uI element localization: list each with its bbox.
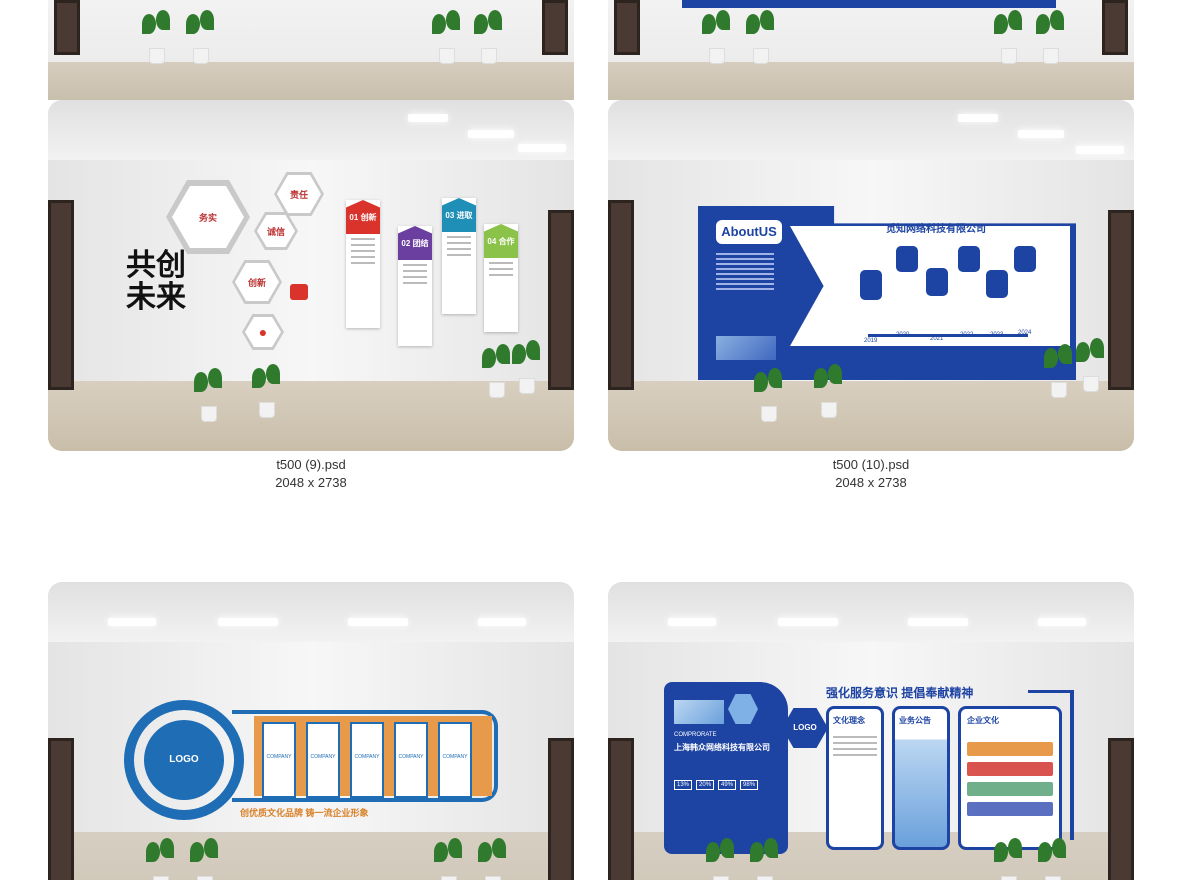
door <box>614 0 640 55</box>
door <box>548 738 574 880</box>
plant-icon <box>1034 8 1068 64</box>
logo-badge: LOGO <box>782 708 828 748</box>
company-name: 上海韩众网络科技有限公司 <box>674 743 770 752</box>
stat-badge: 98% <box>740 780 759 790</box>
door <box>608 738 634 880</box>
door <box>1102 0 1128 55</box>
plant-icon <box>432 836 466 880</box>
slogan-text: 创优质文化品牌 铸一流企业形象 <box>240 808 369 818</box>
plant-icon <box>748 836 782 880</box>
plant-icon <box>992 8 1026 64</box>
value-panel: 03 进取 <box>442 198 476 314</box>
slogan-text: 共创未来 <box>126 248 186 315</box>
plant-icon <box>752 366 786 422</box>
blue-display-edge <box>682 0 1056 8</box>
badge-icon <box>290 284 308 300</box>
company-panel: COMPANY <box>438 722 472 798</box>
logo-badge: LOGO <box>144 720 224 800</box>
prev-thumbnail-strip-right[interactable] <box>608 0 1134 100</box>
photo-placeholder <box>674 700 724 724</box>
company-panel: COMPANY <box>262 722 296 798</box>
heading-text: 强化服务意识 提倡奉献精神 <box>826 686 974 700</box>
template-thumbnail[interactable]: COMPRORATE 上海韩众网络科技有限公司 13% 20% 49% 98% … <box>608 582 1134 880</box>
door <box>54 0 80 55</box>
door <box>1108 738 1134 880</box>
plant-icon <box>1036 836 1070 880</box>
plant-icon <box>188 836 222 880</box>
stat-badge: 13% <box>674 780 693 790</box>
plant-icon <box>510 338 544 394</box>
comprorate-text: COMPRORATE <box>674 732 717 738</box>
timeline-year: 2021 <box>930 336 944 342</box>
thumbs-up-icon: ● <box>245 317 281 347</box>
plant-icon <box>144 836 178 880</box>
company-panel: COMPANY <box>394 722 428 798</box>
door <box>548 210 574 390</box>
building-photo <box>716 336 776 360</box>
plant-icon <box>812 362 846 418</box>
template-card[interactable]: AboutUS 觅知网络科技有限公司 2019 2020 2021 2022 2… <box>608 100 1134 492</box>
value-panel: 04 合作 <box>484 224 518 332</box>
plant-icon <box>700 8 734 64</box>
display-frame <box>232 710 498 802</box>
stat-badge: 20% <box>696 780 715 790</box>
info-column: 文化理念 <box>826 706 884 850</box>
file-dimensions: 2048 x 2738 <box>275 475 347 490</box>
value-panel: 02 团结 <box>398 226 432 346</box>
template-card[interactable]: 共创未来 务实 诚信 责任 创新 ● 01 创新 02 团结 03 进取 04 … <box>48 100 574 492</box>
template-card[interactable]: COMPRORATE 上海韩众网络科技有限公司 13% 20% 49% 98% … <box>608 582 1134 880</box>
timeline-year: 2019 <box>864 338 878 344</box>
timeline-year: 2024 <box>1018 330 1032 336</box>
template-thumbnail[interactable]: AboutUS 觅知网络科技有限公司 2019 2020 2021 2022 2… <box>608 100 1134 451</box>
plant-icon <box>992 836 1026 880</box>
file-dimensions: 2048 x 2738 <box>835 475 907 490</box>
plant-icon <box>140 8 174 64</box>
stats-row: 13% 20% 49% 98% <box>674 780 759 790</box>
info-column: 业务公告 <box>892 706 950 850</box>
hex-label: 诚信 <box>257 215 295 247</box>
timeline-year: 2020 <box>896 332 910 338</box>
template-thumbnail[interactable]: 共创未来 务实 诚信 责任 创新 ● 01 创新 02 团结 03 进取 04 … <box>48 100 574 451</box>
plant-icon <box>476 836 510 880</box>
plant-icon <box>250 362 284 418</box>
plant-icon <box>184 8 218 64</box>
timeline-year: 2022 <box>960 332 974 338</box>
plant-icon <box>472 8 506 64</box>
door <box>608 200 634 390</box>
about-text <box>716 250 774 293</box>
plant-icon <box>480 342 514 398</box>
plant-icon <box>704 836 738 880</box>
plant-icon <box>744 8 778 64</box>
company-panel: COMPANY <box>350 722 384 798</box>
company-name: 觅知网络科技有限公司 <box>886 224 986 235</box>
timeline-year: 2023 <box>990 332 1004 338</box>
plant-icon <box>430 8 464 64</box>
template-thumbnail[interactable]: LOGO COMPANY COMPANY COMPANY COMPANY COM… <box>48 582 574 880</box>
hex-photo <box>728 694 758 724</box>
info-column: 企业文化 <box>958 706 1062 850</box>
door <box>48 738 74 880</box>
helm-wheel <box>124 700 244 820</box>
value-panel: 01 创新 <box>346 200 380 328</box>
door <box>48 200 74 390</box>
hex-label: 创新 <box>235 263 279 301</box>
file-name: t500 (9).psd <box>276 457 346 472</box>
plant-icon <box>1074 336 1108 392</box>
file-name: t500 (10).psd <box>832 457 910 472</box>
stat-badge: 49% <box>718 780 737 790</box>
door <box>1108 210 1134 390</box>
prev-thumbnail-strip-left[interactable] <box>48 0 574 100</box>
plant-icon <box>192 366 226 422</box>
door <box>542 0 568 55</box>
template-card[interactable]: LOGO COMPANY COMPANY COMPANY COMPANY COM… <box>48 582 574 880</box>
about-us-heading: AboutUS <box>716 220 782 244</box>
company-panel: COMPANY <box>306 722 340 798</box>
hex-label: 责任 <box>277 175 321 213</box>
plant-icon <box>1042 342 1076 398</box>
